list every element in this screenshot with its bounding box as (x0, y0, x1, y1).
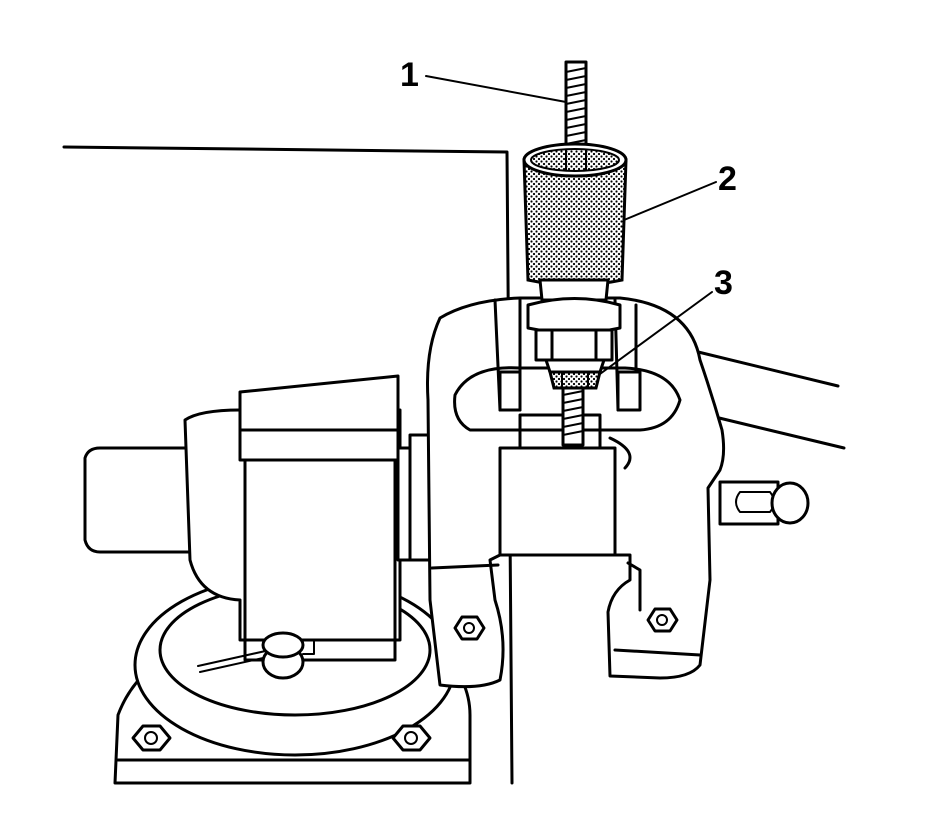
leader-3 (599, 291, 713, 375)
vise-front-jaw (426, 296, 726, 689)
leader-2 (623, 181, 717, 221)
callout-3: 3 (714, 264, 733, 302)
vise-screw-end (718, 480, 810, 526)
receiver-cup (522, 142, 628, 287)
threaded-rod (561, 60, 588, 447)
jaw-nut-left (453, 615, 486, 641)
callout-1: 1 (400, 56, 419, 94)
base-bolt-right (391, 724, 432, 752)
leader-lines (425, 75, 717, 375)
jaw-nut-right (646, 607, 679, 633)
callout-2: 2 (718, 160, 737, 198)
leader-1 (425, 75, 567, 103)
vise-rear-body (83, 374, 402, 680)
bench-outline (62, 145, 846, 785)
handle-pin (197, 631, 315, 680)
base-bolt-left (131, 724, 172, 752)
callout-labels: 1 2 3 (400, 56, 737, 302)
puller-assembly (522, 60, 628, 447)
nut (548, 370, 602, 390)
adapter-body (526, 278, 622, 374)
